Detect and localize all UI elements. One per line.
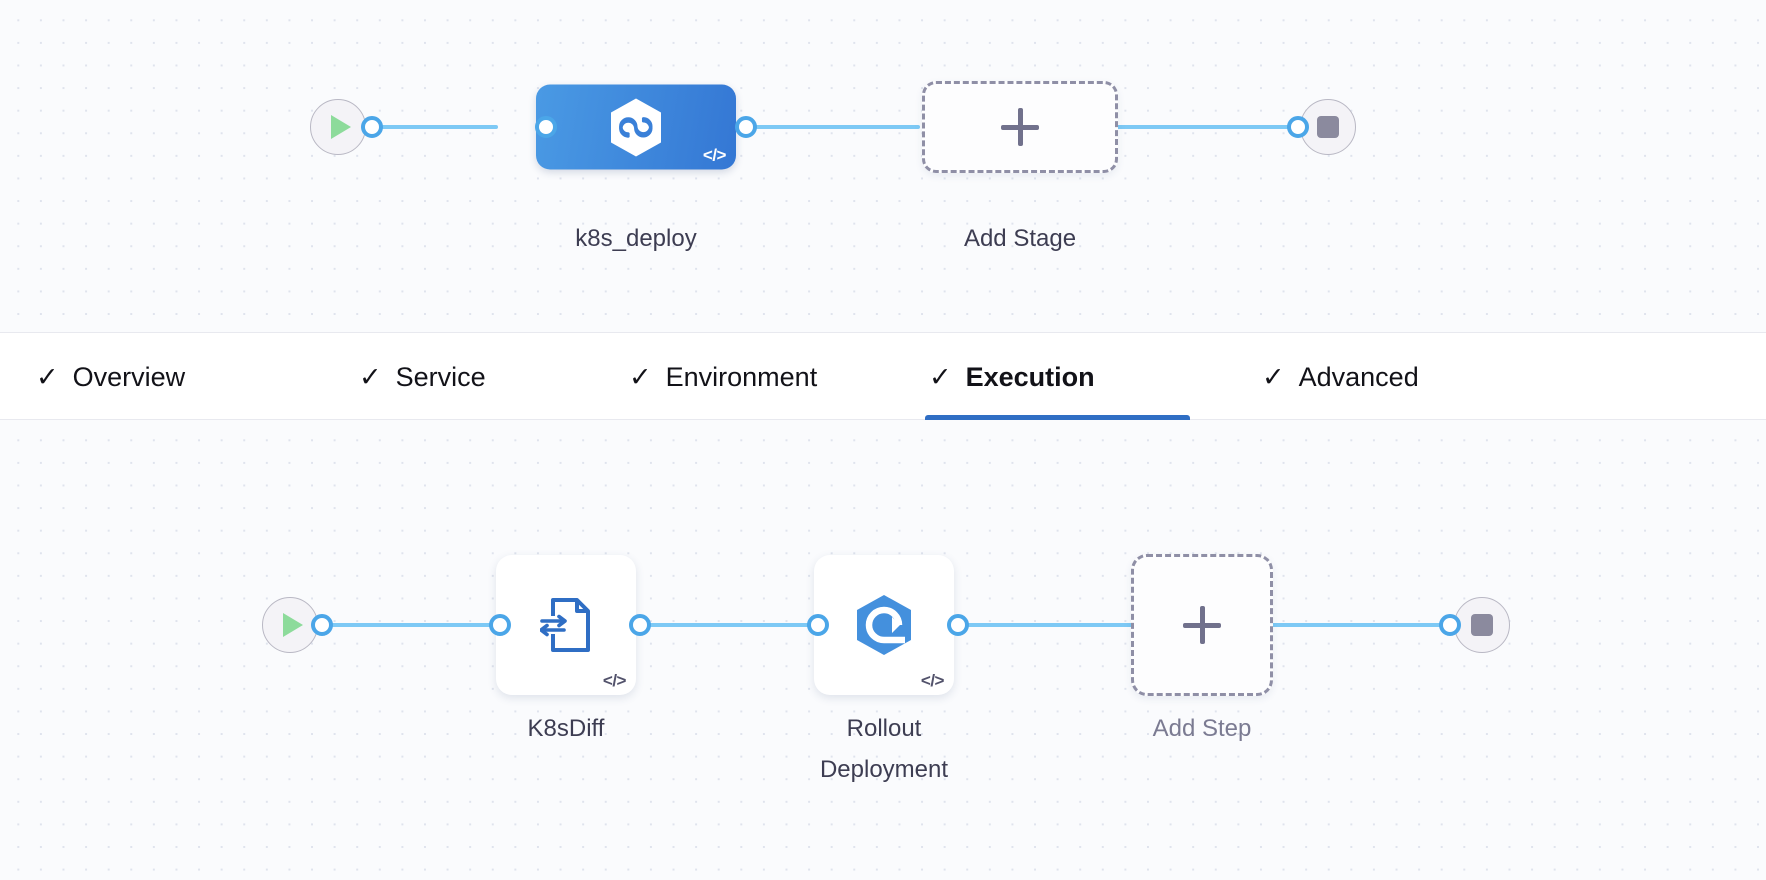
edge-addstage-to-end <box>1110 125 1310 129</box>
check-icon: ✓ <box>629 361 652 392</box>
stage-node-k8s-deploy[interactable]: </> <box>536 84 736 170</box>
tab-service[interactable]: ✓ Service <box>355 333 490 421</box>
tab-advanced[interactable]: ✓ Advanced <box>1258 333 1423 421</box>
tab-label: Overview <box>72 361 186 392</box>
port-steps-end-in[interactable] <box>1439 614 1461 636</box>
port-k8sdeploy-out[interactable] <box>735 116 757 138</box>
port-rollout-out[interactable] <box>947 614 969 636</box>
stop-square-icon <box>1471 614 1493 636</box>
plus-icon-v <box>1199 606 1205 644</box>
tab-execution[interactable]: ✓ Execution <box>925 333 1190 422</box>
rollout-hexagon-icon <box>857 595 911 655</box>
stage-config-tabbar: ✓ Overview ✓ Service ✓ Environment ✓ Exe… <box>0 332 1766 422</box>
port-rollout-in[interactable] <box>807 614 829 636</box>
plus-icon-v <box>1017 108 1023 146</box>
edge-addstep-to-end <box>1268 623 1468 627</box>
check-icon: ✓ <box>1262 361 1285 392</box>
tab-label: Environment <box>665 361 818 392</box>
code-badge-icon[interactable]: </> <box>920 671 945 690</box>
tab-label: Execution <box>965 361 1095 392</box>
stages-end-node[interactable] <box>1300 99 1356 155</box>
step-node-rollout-deployment[interactable]: </> <box>814 555 954 695</box>
edge-rollout-to-addstep <box>950 623 1135 627</box>
add-stage-button[interactable] <box>922 81 1118 173</box>
check-icon: ✓ <box>359 361 382 392</box>
helm-hexagon-icon <box>611 98 661 156</box>
add-step-button[interactable] <box>1131 554 1273 696</box>
tab-label: Advanced <box>1298 361 1419 392</box>
play-icon <box>283 613 303 637</box>
port-k8sdeploy-in[interactable] <box>535 116 557 138</box>
play-icon <box>331 115 351 139</box>
check-icon: ✓ <box>929 361 952 392</box>
stage-node-label-k8s-deploy: k8s_deploy <box>575 225 697 252</box>
tab-environment[interactable]: ✓ Environment <box>625 333 821 421</box>
add-step-label: Add Step <box>1152 715 1252 742</box>
steps-start-node[interactable] <box>262 597 318 653</box>
check-icon: ✓ <box>36 361 59 392</box>
code-badge-icon[interactable]: </> <box>602 671 627 690</box>
port-start-out[interactable] <box>361 116 383 138</box>
document-diff-icon <box>540 598 590 652</box>
step-node-k8sdiff[interactable]: </> <box>496 555 636 695</box>
step-node-label-rollout-deployment: Rollout Deployment <box>819 715 949 784</box>
edge-k8sdiff-to-rollout <box>630 623 820 627</box>
tab-active-underline <box>925 415 1190 422</box>
port-steps-start-out[interactable] <box>311 614 333 636</box>
tab-overview[interactable]: ✓ Overview <box>32 333 189 421</box>
stages-start-node[interactable] <box>310 99 366 155</box>
steps-canvas[interactable]: </> K8sDiff </> Rollout Deployment Add S… <box>0 420 1766 880</box>
edge-start-to-k8sdeploy <box>338 125 498 129</box>
step-node-label-k8sdiff: K8sDiff <box>527 715 605 742</box>
edge-start-to-k8sdiff <box>290 623 515 627</box>
code-badge-icon[interactable]: </> <box>702 145 727 165</box>
stop-square-icon <box>1317 116 1339 138</box>
port-k8sdiff-out[interactable] <box>629 614 651 636</box>
port-k8sdiff-in[interactable] <box>489 614 511 636</box>
port-end-in[interactable] <box>1287 116 1309 138</box>
steps-end-node[interactable] <box>1454 597 1510 653</box>
tab-label: Service <box>395 361 486 392</box>
edge-k8sdeploy-to-addstage <box>742 125 920 129</box>
add-stage-label: Add Stage <box>963 225 1077 252</box>
stages-canvas[interactable]: </> k8s_deploy Add Stage <box>0 0 1766 332</box>
